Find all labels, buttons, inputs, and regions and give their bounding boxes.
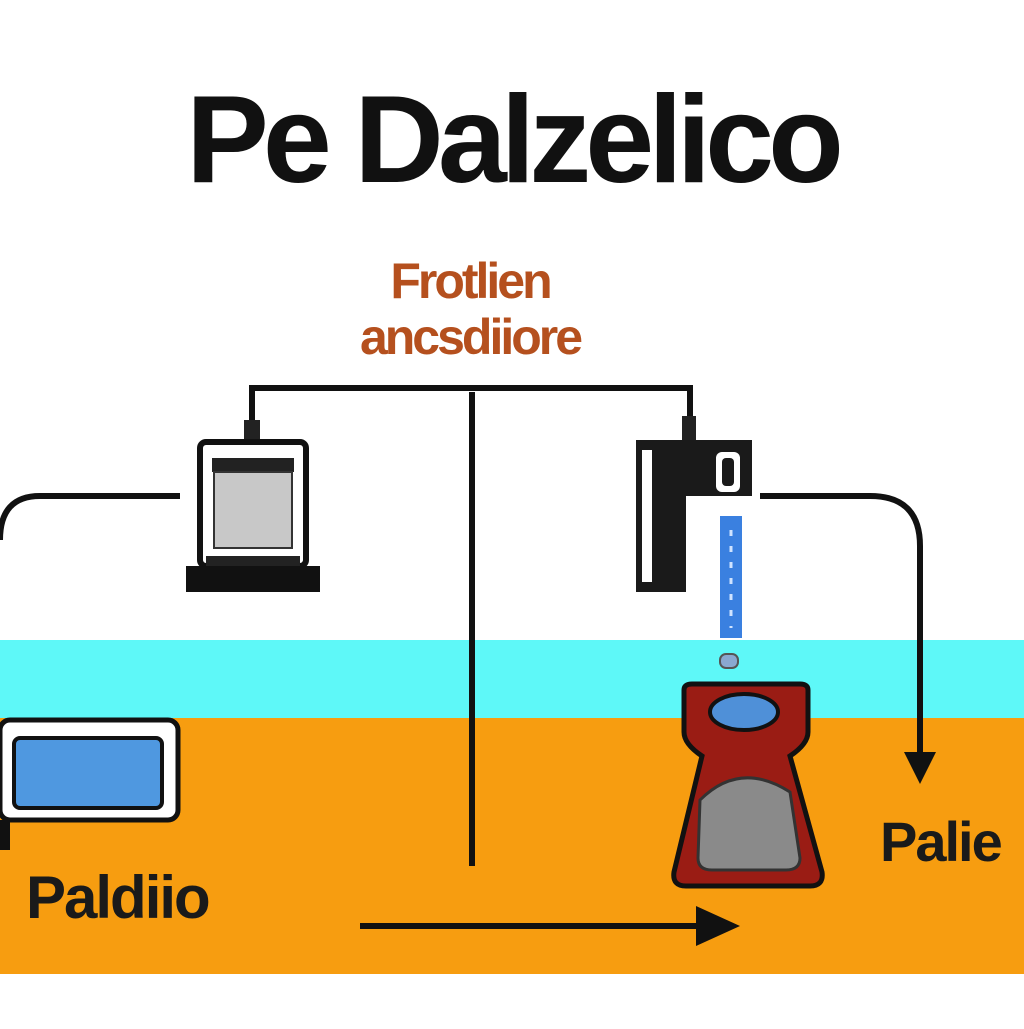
top-connector-line [249,385,693,432]
left-device-icon [186,420,320,592]
subtitle-line-2: ancsdiiore [359,309,583,365]
left-monitor-icon [0,717,181,850]
label-left: Paldiio [26,864,211,931]
right-dispenser-icon [636,416,752,592]
subtitle-line-1: Frotlien [390,253,552,309]
label-right: Palie [880,810,1003,873]
right-curve-line [760,493,923,752]
water-band [0,640,1024,718]
right-down-arrowhead [904,752,936,784]
bottom-arrowhead [696,906,740,946]
red-container-icon [671,681,825,889]
water-stream [719,516,742,669]
left-curve-line [0,493,180,541]
diagram-title: Pe Dalzelico [186,71,844,209]
